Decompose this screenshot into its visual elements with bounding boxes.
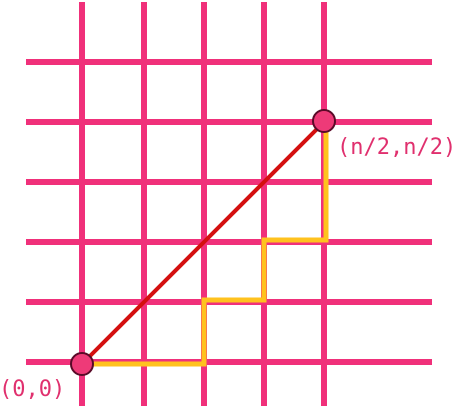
- origin-point: [70, 352, 94, 376]
- target-point: [312, 109, 336, 133]
- target-label: (n/2,n/2): [337, 135, 456, 160]
- origin-label: (0,0): [0, 377, 65, 402]
- staircase-path: [82, 122, 329, 367]
- grid-horizontal-lines: [26, 59, 432, 365]
- diagonal-line: [80, 120, 326, 366]
